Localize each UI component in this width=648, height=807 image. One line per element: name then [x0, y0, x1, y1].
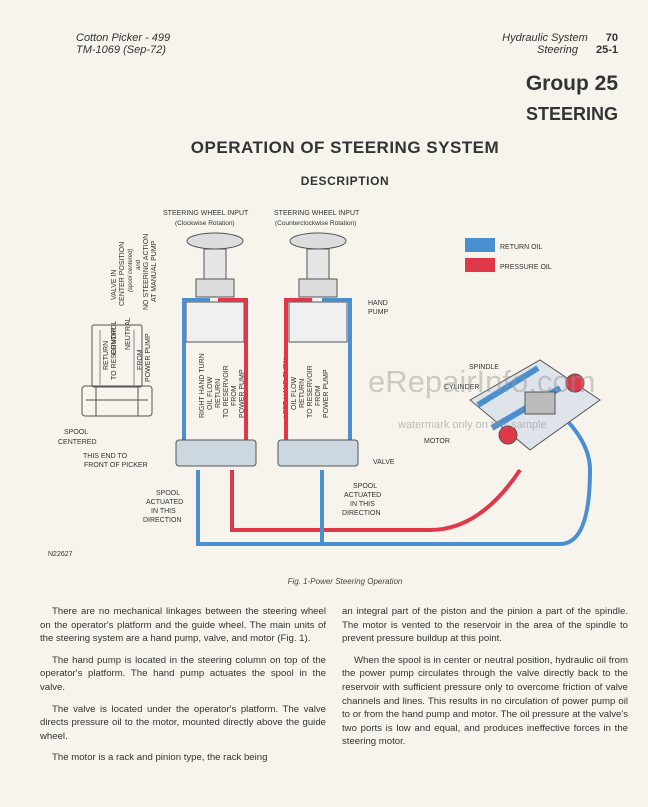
label-center-position: CENTER POSITION: [119, 242, 126, 306]
valve-right-turn: [175, 439, 257, 467]
label-motor: MOTOR: [424, 438, 450, 445]
label-figure-code: N22627: [48, 551, 73, 558]
label-hand: HAND: [368, 300, 388, 307]
steering-diagram: VALVE IN CENTER POSITION (spool centered…: [48, 210, 601, 558]
label-to-reservoir: TO RESERVOIR: [111, 327, 118, 380]
body-paragraph: There are no mechanical linkages between…: [40, 606, 326, 645]
valve-left-turn: [277, 439, 359, 467]
label-actuated-a: ACTUATED: [146, 499, 183, 506]
label-in-this-a: IN THIS: [151, 508, 176, 515]
label-return-right: RETURN: [215, 379, 222, 408]
label-spindle: SPINDLE: [469, 364, 499, 371]
label-this-end-to: THIS END TO: [83, 453, 128, 460]
header-manual-id: TM-1069 (Sep-72): [76, 44, 166, 56]
label-clockwise: (Clockwise Rotation): [175, 220, 235, 227]
label-in-this-b: IN THIS: [350, 501, 375, 508]
body-paragraph: The valve is located under the operator'…: [40, 703, 326, 742]
label-cylinder: CYLINDER: [444, 384, 479, 391]
label-spool-b: SPOOL: [353, 483, 377, 490]
label-control: CONTROL: [111, 321, 118, 355]
header-left: Cotton Picker - 499 TM-1069 (Sep-72): [76, 32, 170, 56]
label-spool: SPOOL: [64, 429, 88, 436]
hand-pump-left-turn: [288, 232, 348, 343]
label-actuated-b: ACTUATED: [344, 492, 381, 499]
label-from-left: FROM: [315, 385, 322, 406]
label-counterclockwise: (Counterclockwise Rotation): [275, 220, 356, 227]
section-title: STEERING: [525, 104, 618, 124]
figure-caption: Fig. 1-Power Steering Operation: [287, 577, 403, 586]
neutral-valve-unit: [81, 324, 153, 417]
label-and: and: [136, 259, 142, 270]
label-oil-flow-right: OIL FLOW: [207, 376, 214, 410]
label-wheel-input-cw: STEERING WHEEL INPUT: [163, 210, 249, 217]
label-centered: CENTERED: [58, 439, 97, 446]
left-turn-circuit: [196, 298, 593, 546]
legend-return-label: RETURN OIL: [500, 244, 543, 251]
legend-pressure-swatch: [465, 258, 495, 272]
label-spool-a: SPOOL: [156, 490, 180, 497]
label-direction-b: DIRECTION: [342, 510, 381, 517]
body-right-column: an integral part of the piston and the p…: [342, 605, 628, 757]
label-to-reservoir-left: TO RESERVOIR: [307, 365, 314, 418]
label-to-reservoir-right: TO RESERVOIR: [223, 365, 230, 418]
header-group-page: 25-1: [595, 44, 618, 56]
hand-pump-right-turn: [185, 232, 245, 343]
label-at-manual-pump: AT MANUAL PUMP: [151, 240, 158, 302]
label-return-left: RETURN: [299, 379, 306, 408]
label-power-pump-left: POWER PUMP: [323, 369, 330, 418]
label-direction-a: DIRECTION: [143, 517, 182, 524]
body-paragraph: The motor is a rack and pinion type, the…: [52, 752, 268, 764]
watermark-main: eRepairInfo.com: [368, 364, 596, 399]
header-section: Hydraulic System: [502, 32, 588, 44]
label-from-right: FROM: [231, 385, 238, 406]
label-power-pump: POWER PUMP: [145, 333, 152, 382]
label-front-of-picker: FRONT OF PICKER: [84, 462, 148, 469]
subtitle: DESCRIPTION: [300, 174, 390, 188]
header-right: Hydraulic System 70 Steering 25-1: [502, 32, 618, 56]
legend-pressure-label: PRESSURE OIL: [500, 264, 552, 271]
body-left-column: There are no mechanical linkages between…: [40, 605, 326, 773]
watermark-note: watermark only on this sample: [398, 419, 547, 431]
label-pump: PUMP: [368, 309, 389, 316]
header-page-number: 70: [605, 32, 618, 44]
group-title: Group 25: [525, 72, 618, 95]
label-from: FROM: [137, 349, 144, 370]
body-paragraph: an integral part of the piston and the p…: [342, 606, 628, 645]
header-subsection: Steering: [536, 44, 578, 56]
label-valve-in: VALVE IN: [111, 270, 118, 300]
legend-return-swatch: [465, 238, 495, 252]
body-paragraph: The hand pump is located in the steering…: [40, 654, 326, 693]
label-oil-flow-left: OIL FLOW: [291, 376, 298, 410]
label-right-hand-turn: RIGHT HAND TURN: [199, 353, 206, 418]
main-title: OPERATION OF STEERING SYSTEM: [190, 138, 500, 157]
label-no-steering-action: NO STEERING ACTION: [143, 234, 150, 310]
label-power-pump-right: POWER PUMP: [239, 369, 246, 418]
label-neutral: NEUTRAL: [125, 317, 132, 350]
label-return: RETURN: [103, 341, 110, 370]
label-valve: VALVE: [373, 459, 395, 466]
label-spool-centered-paren: (spool centered): [128, 249, 134, 292]
header-manual-title: Cotton Picker - 499: [76, 32, 171, 44]
body-paragraph: When the spool is in center or neutral p…: [342, 654, 628, 748]
steering-motor: [469, 359, 601, 451]
label-wheel-input-ccw: STEERING WHEEL INPUT: [274, 210, 360, 217]
